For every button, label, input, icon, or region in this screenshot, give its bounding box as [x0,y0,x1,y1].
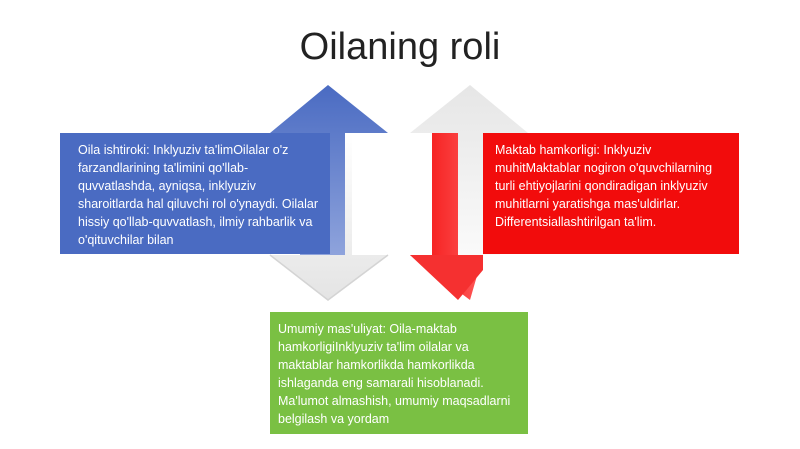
school-cooperation-box: Maktab hamkorligi: Inklyuziv muhitMaktab… [483,133,739,254]
family-involvement-box: Oila ishtiroki: Inklyuziv ta'limOilalar … [60,133,330,254]
school-cooperation-text: Maktab hamkorligi: Inklyuziv muhitMaktab… [495,143,713,229]
family-involvement-text: Oila ishtiroki: Inklyuziv ta'limOilalar … [78,143,319,247]
shared-responsibility-text: Umumiy mas'uliyat: Oila-maktab hamkorlig… [278,322,511,426]
shared-responsibility-box: Umumiy mas'uliyat: Oila-maktab hamkorlig… [270,312,528,434]
slide-title: Oilaning roli [299,26,501,68]
